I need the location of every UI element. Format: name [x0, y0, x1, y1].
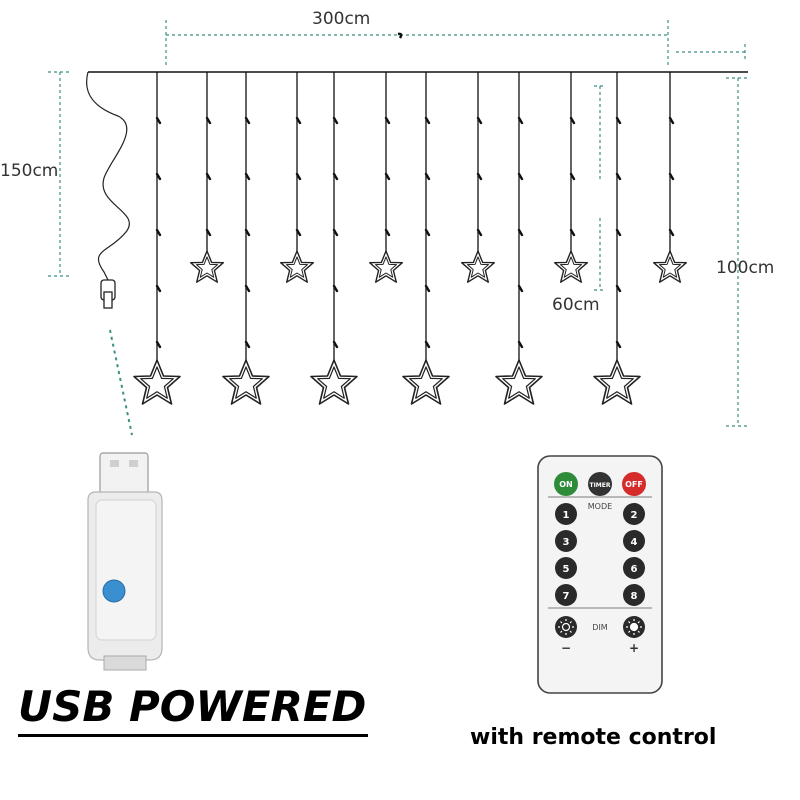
width-dimension: 300cm — [165, 9, 746, 66]
timer-button[interactable]: TIMER — [588, 472, 612, 496]
dim-down-button[interactable] — [555, 616, 577, 638]
led-bulbs — [155, 116, 675, 349]
short-strand — [280, 72, 314, 283]
minus-label: − — [561, 641, 571, 655]
short-strand — [653, 72, 687, 283]
number-button-8-label: 8 — [631, 591, 638, 602]
dim-label: DIM — [592, 623, 608, 632]
long-strand-dimension: 100cm — [716, 77, 774, 427]
long-strand — [402, 72, 450, 405]
number-button-8[interactable]: 8 — [623, 584, 645, 606]
on-button-label: ON — [559, 480, 573, 489]
long-strand — [222, 72, 270, 405]
number-button-5-label: 5 — [563, 564, 570, 575]
width-label: 300cm — [312, 9, 370, 29]
remote-control: ON TIMER OFF MODE 1 2 3 4 5 — [537, 455, 663, 694]
number-button-2-label: 2 — [631, 510, 638, 521]
long-strand — [495, 72, 543, 405]
number-button-6-label: 6 — [631, 564, 638, 575]
long-strand — [593, 72, 641, 405]
usb-powered-title: USB POWERED — [18, 680, 368, 737]
mode-label: MODE — [588, 502, 612, 511]
off-button[interactable]: OFF — [622, 472, 646, 496]
number-button-6[interactable]: 6 — [623, 557, 645, 579]
strands — [133, 72, 687, 405]
timer-button-label: TIMER — [589, 482, 610, 489]
number-button-5[interactable]: 5 — [555, 557, 577, 579]
brightness-icon — [558, 619, 574, 635]
number-button-2[interactable]: 2 — [623, 503, 645, 525]
short-strand — [461, 72, 495, 283]
plus-label: + — [629, 641, 639, 655]
number-button-3[interactable]: 3 — [555, 530, 577, 552]
number-button-4[interactable]: 4 — [623, 530, 645, 552]
on-button[interactable]: ON — [554, 472, 578, 496]
brightness-icon — [626, 619, 642, 635]
usb-controller — [87, 452, 163, 671]
long-strand-label: 100cm — [716, 258, 774, 278]
usb-plug-icon — [100, 279, 116, 309]
short-strand — [369, 72, 403, 283]
number-button-7[interactable]: 7 — [555, 584, 577, 606]
off-button-label: OFF — [625, 480, 643, 489]
height-label: 150cm — [0, 161, 58, 181]
dim-up-button[interactable] — [623, 616, 645, 638]
number-button-1[interactable]: 1 — [555, 503, 577, 525]
number-button-3-label: 3 — [563, 537, 570, 548]
number-button-4-label: 4 — [631, 537, 638, 548]
short-strand-dimension: 60cm — [552, 85, 606, 315]
short-strand-label: 60cm — [552, 295, 600, 315]
height-dimension: 150cm — [0, 71, 72, 277]
number-button-1-label: 1 — [563, 510, 570, 521]
long-strand — [133, 72, 181, 405]
short-strand — [554, 72, 588, 283]
remote-caption: with remote control — [470, 725, 717, 750]
usb-pointer-line — [109, 329, 133, 436]
usb-cable — [86, 71, 130, 281]
usb-controller-button[interactable] — [102, 579, 126, 603]
number-button-7-label: 7 — [563, 591, 570, 602]
long-strand — [310, 72, 358, 405]
short-strand — [189, 72, 225, 283]
